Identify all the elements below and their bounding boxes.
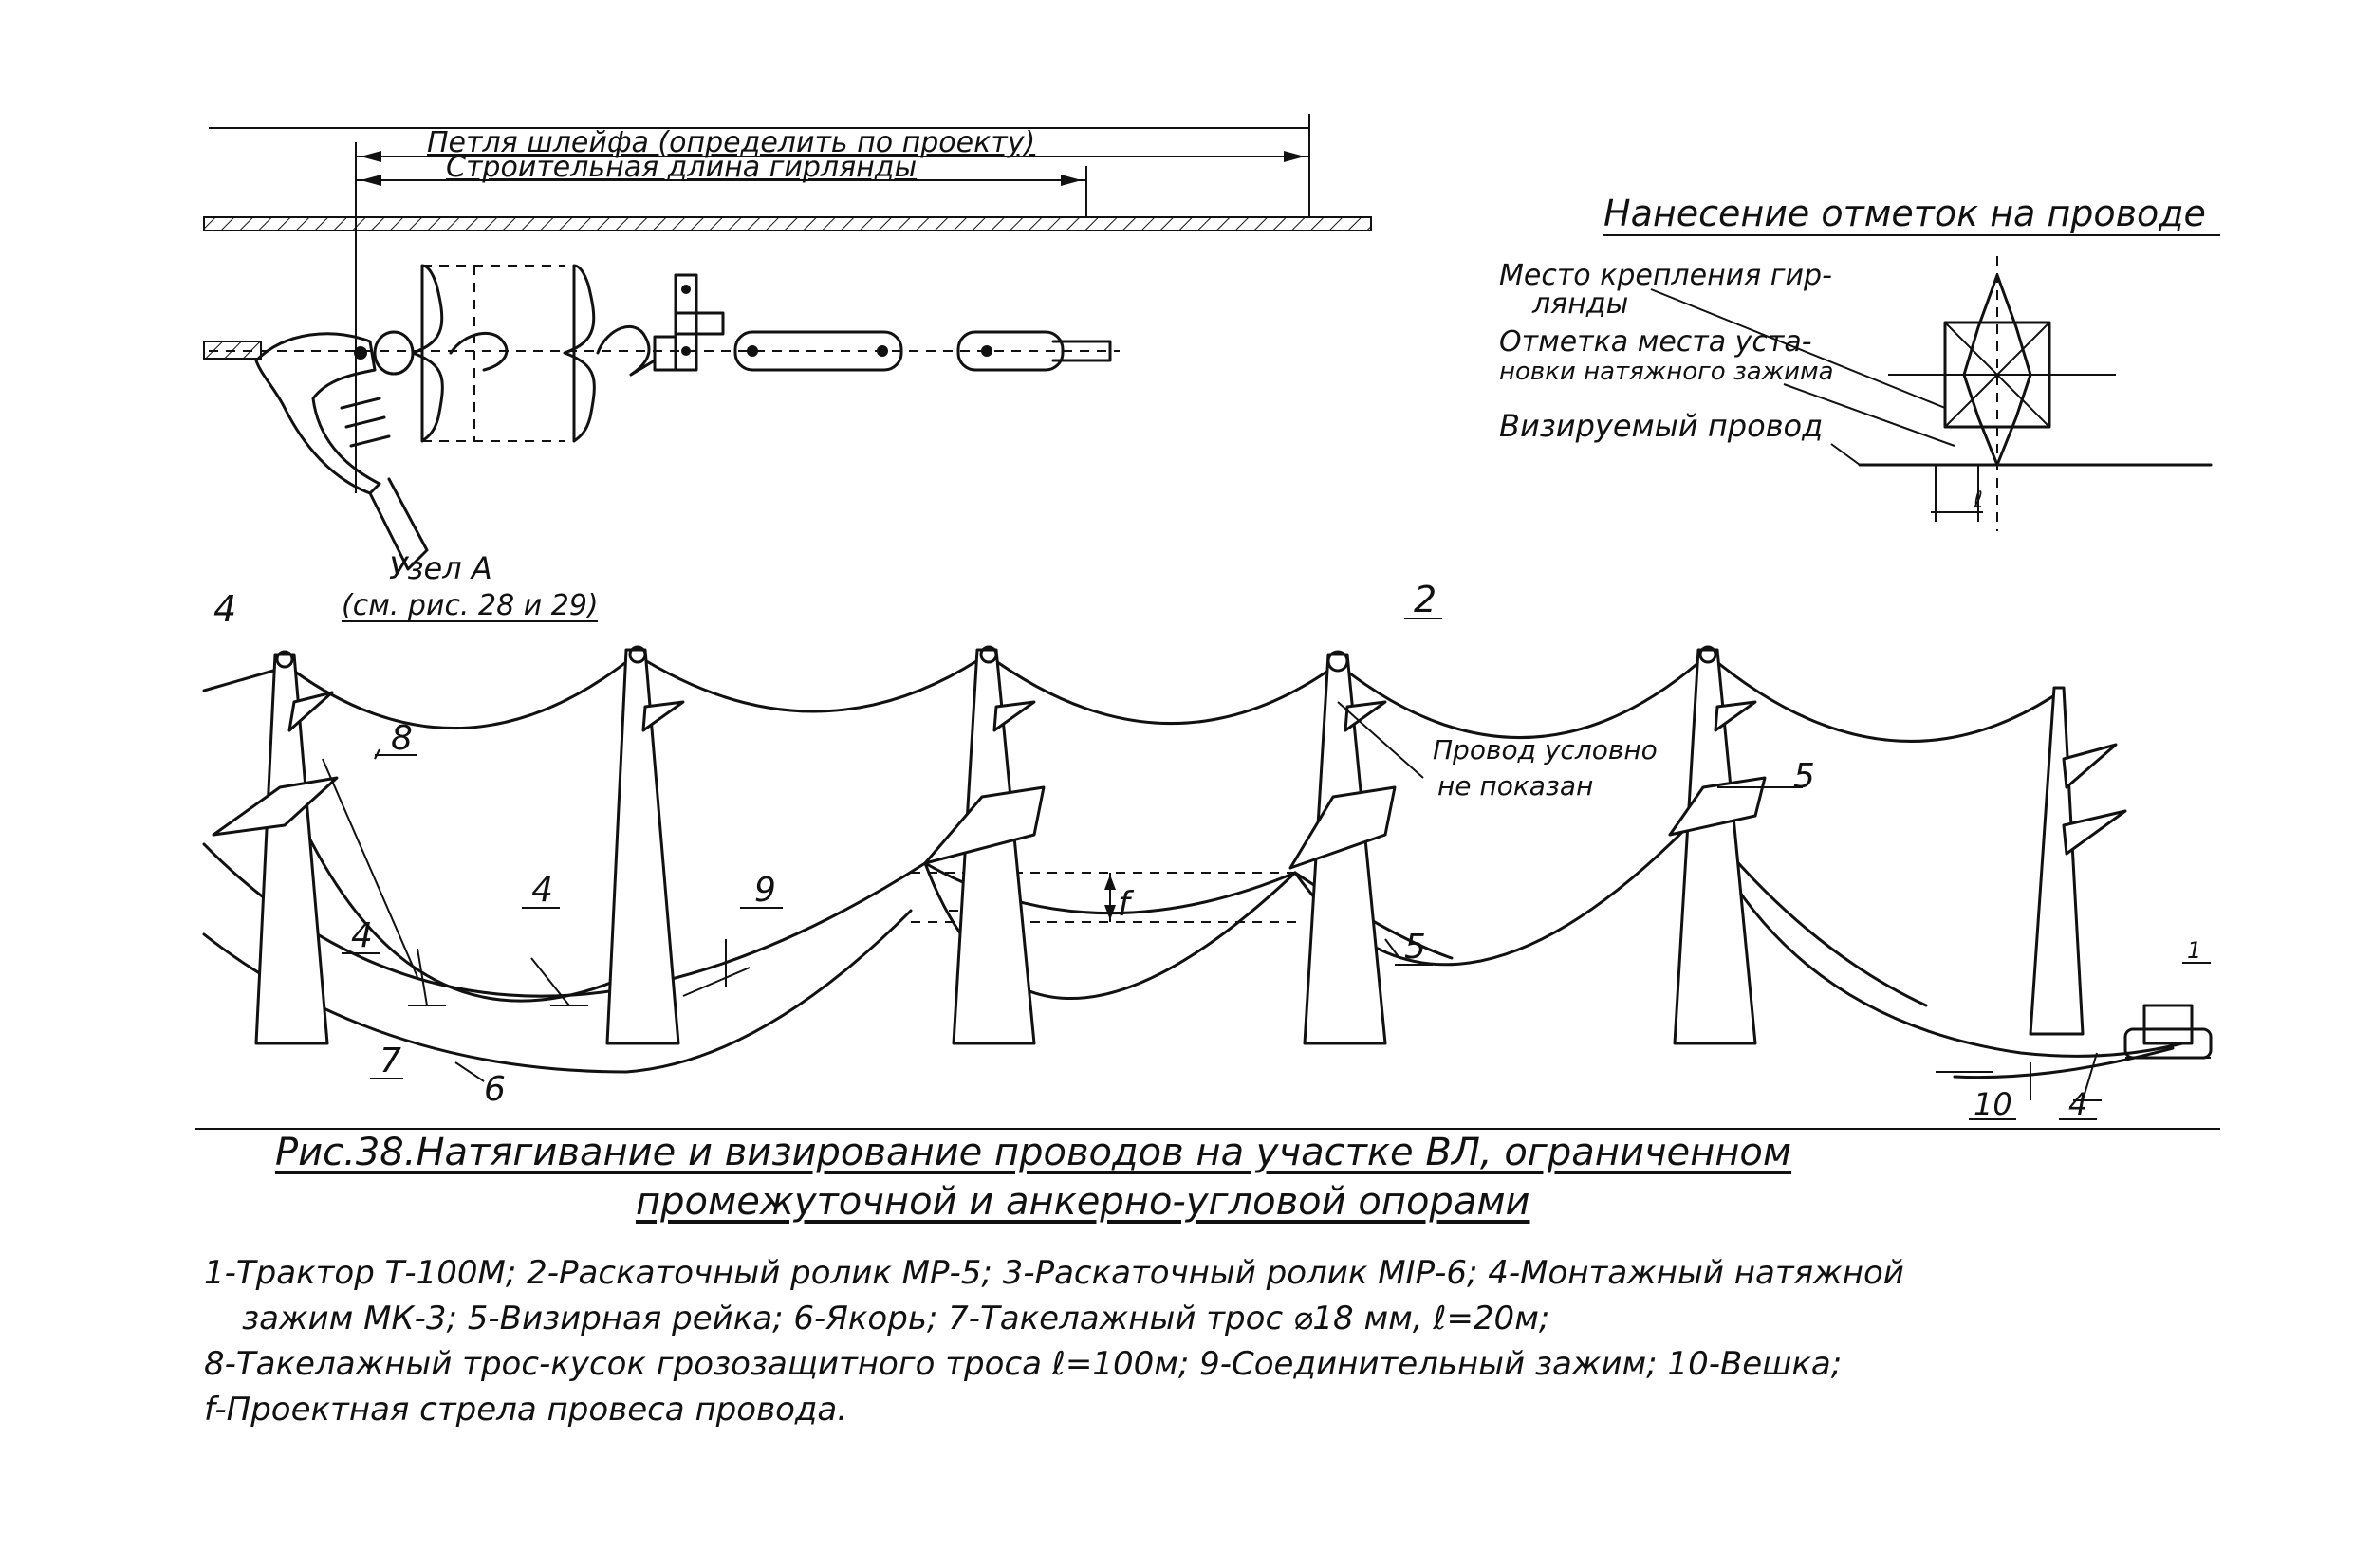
tractor-t100m bbox=[2123, 1004, 2213, 1060]
upper-wire-span-1 bbox=[283, 653, 638, 730]
tower-1 bbox=[212, 650, 339, 1045]
callout-4-right: 4 bbox=[2068, 1086, 2087, 1122]
figure-title-line-1: Рис.38.Натягивание и визирование проводо… bbox=[275, 1131, 1792, 1174]
inset-label-mount-1: Место крепления гир- bbox=[1499, 259, 1832, 292]
inset-label-mount-2: лянды bbox=[1531, 287, 1628, 321]
crossarm-beam bbox=[203, 216, 1372, 231]
callout-4-left: 4 bbox=[213, 588, 236, 630]
insulator-disc-2 bbox=[563, 264, 596, 443]
node-a-reference: (см. рис. 28 и 29) bbox=[342, 589, 599, 622]
line-section-diagram: f bbox=[195, 579, 2220, 1130]
callout-4-low: 4 bbox=[351, 916, 373, 955]
callout-5-right: 5 bbox=[1793, 757, 1815, 796]
node-a-label: Узел А bbox=[389, 550, 492, 586]
upper-wire-span-5 bbox=[1706, 653, 2061, 743]
tower-5 bbox=[1668, 645, 1767, 1045]
callout-9: 9 bbox=[754, 871, 776, 910]
dim-loop-label: Петля шлейфа (определить по проекту) bbox=[427, 126, 1035, 159]
inset-l-label: ℓ bbox=[1973, 487, 1983, 513]
tower-2 bbox=[605, 645, 685, 1045]
inset-label-wire: Визируемый провод bbox=[1499, 408, 1823, 444]
tension-clamp bbox=[254, 332, 381, 495]
callout-2: 2 bbox=[1414, 579, 1436, 620]
legend-line-3: 8-Такелажный трос-кусок грозозащитного т… bbox=[204, 1345, 1843, 1383]
marking-inset: Нанесение отметок на проводе Место крепл… bbox=[1499, 193, 2220, 531]
legend-line-2: зажим МК-3; 5-Визирная рейка; 6-Якорь; 7… bbox=[242, 1300, 1550, 1337]
inset-title: Нанесение отметок на проводе bbox=[1603, 193, 2206, 234]
tower-6 bbox=[2029, 686, 2127, 1036]
link-plate bbox=[733, 330, 903, 372]
callout-8: 8 bbox=[391, 719, 413, 758]
jumper-loop-wire bbox=[368, 477, 429, 571]
inset-label-mark-1: Отметка места уста- bbox=[1499, 325, 1812, 359]
callout-1: 1 bbox=[2187, 937, 2201, 964]
figure-title-line-2: промежуточной и анкерно-угловой опорами bbox=[636, 1180, 1530, 1224]
callout-7: 7 bbox=[380, 1042, 401, 1080]
upper-wire-span-2 bbox=[634, 653, 989, 713]
callout-4-mid: 4 bbox=[531, 871, 553, 910]
wire-note-2: не показан bbox=[1437, 770, 1593, 802]
callout-6: 6 bbox=[484, 1070, 506, 1109]
roller-mp5 bbox=[1326, 650, 1349, 673]
upper-wire-span-3 bbox=[985, 653, 1340, 726]
legend-line-1: 1-Трактор Т-100М; 2-Раскаточный ролик МР… bbox=[204, 1254, 1904, 1292]
tower-3 bbox=[923, 645, 1046, 1045]
inset-label-mark-2: новки натяжного зажима bbox=[1499, 358, 1834, 386]
upper-wire-span-4 bbox=[1336, 653, 1710, 739]
sag-label: f bbox=[1118, 885, 1135, 924]
tower-4 bbox=[1288, 650, 1397, 1045]
insulator-string-assembly: Петля шлейфа (определить по проекту) Стр… bbox=[203, 114, 1372, 571]
callout-5-mid: 5 bbox=[1404, 928, 1426, 967]
insulator-disc-1 bbox=[411, 264, 444, 443]
legend-line-4: f-Проектная стрела провеса провода. bbox=[204, 1391, 848, 1429]
callout-10: 10 bbox=[1974, 1086, 2012, 1122]
dim-length-label: Строительная длина гирлянды bbox=[446, 151, 917, 184]
wire-note-1: Провод условно bbox=[1433, 734, 1658, 766]
rigging-rope-8 bbox=[322, 758, 418, 978]
turnbuckle bbox=[956, 330, 1065, 372]
